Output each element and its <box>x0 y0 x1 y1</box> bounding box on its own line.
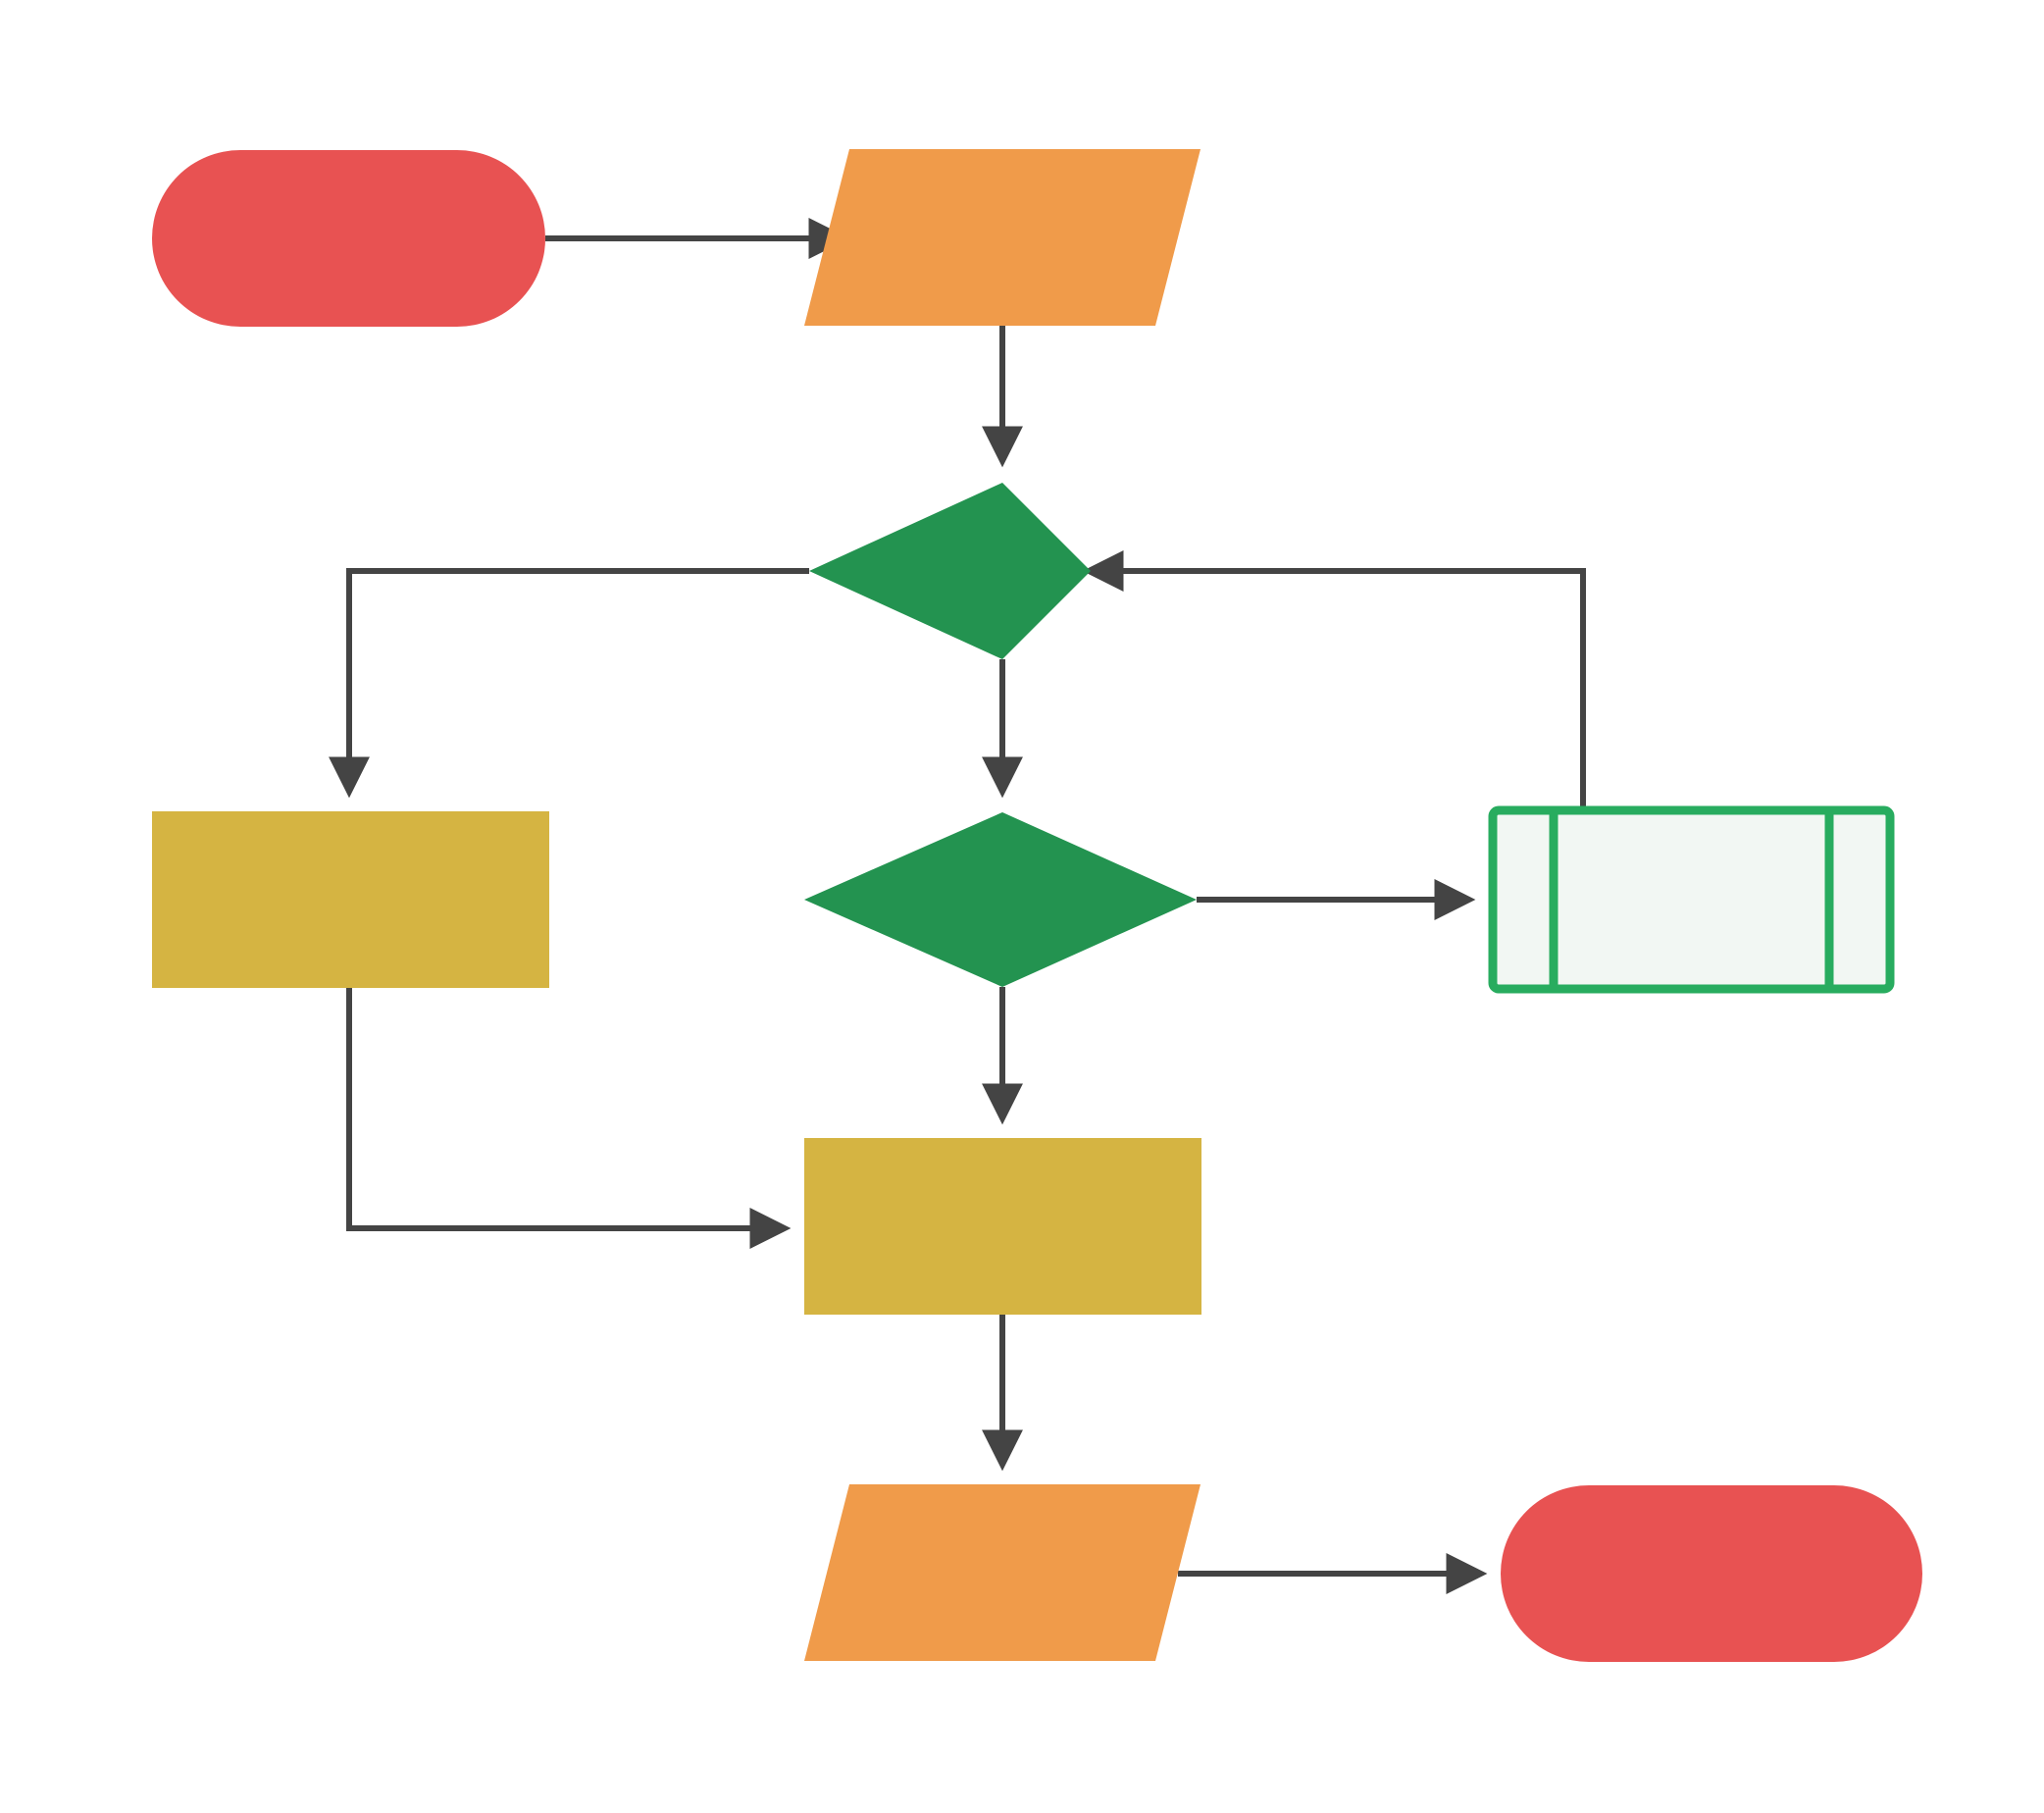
edges-layer <box>329 218 1586 1594</box>
edge-decision-1-to-process-left <box>329 568 809 799</box>
node-decision-1-diamond[interactable] <box>809 483 1091 659</box>
nodes-layer <box>152 149 1922 1662</box>
node-process-middle-rect[interactable] <box>804 1138 1201 1315</box>
node-process-left-rect[interactable] <box>152 811 549 988</box>
node-output-bottom-parallelogram[interactable] <box>804 1484 1201 1661</box>
node-subroutine-predefined-process[interactable] <box>1488 805 1895 994</box>
edge-process-left-to-process-middle <box>346 988 792 1249</box>
node-end-terminator[interactable] <box>1501 1485 1922 1662</box>
edge-subroutine-to-decision-1-feedback <box>1082 550 1586 806</box>
node-start-terminator[interactable] <box>152 150 545 327</box>
node-input-top-parallelogram[interactable] <box>804 149 1201 326</box>
node-decision-2-diamond[interactable] <box>804 812 1197 987</box>
